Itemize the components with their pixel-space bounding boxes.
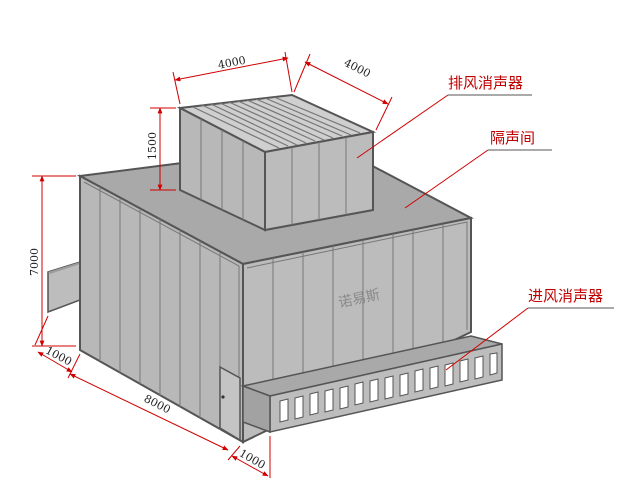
dim-main-height: 7000: [28, 248, 41, 276]
dim-left-offset: 1000: [43, 344, 74, 369]
label-exhaust-silencer: 排风消声器: [448, 74, 523, 92]
intake-louvers: [279, 352, 498, 423]
label-intake-silencer: 进风消声器: [528, 287, 603, 305]
label-leaders: [356, 94, 529, 371]
intake-silencer: [240, 335, 503, 434]
access-door: [219, 365, 241, 442]
dim-front-offset: 1000: [237, 447, 268, 472]
dim-top-width: 4000: [217, 54, 247, 72]
label-enclosure: 隔声间: [490, 129, 535, 147]
exhaust-silencer: [176, 93, 377, 232]
exhaust-slats: [192, 96, 361, 149]
dimension-lines: [32, 51, 393, 478]
dim-top-depth: 4000: [342, 56, 373, 80]
label-underlines: [448, 94, 614, 309]
left-side-duct: [47, 260, 81, 314]
dim-top-height: 1500: [146, 132, 159, 160]
